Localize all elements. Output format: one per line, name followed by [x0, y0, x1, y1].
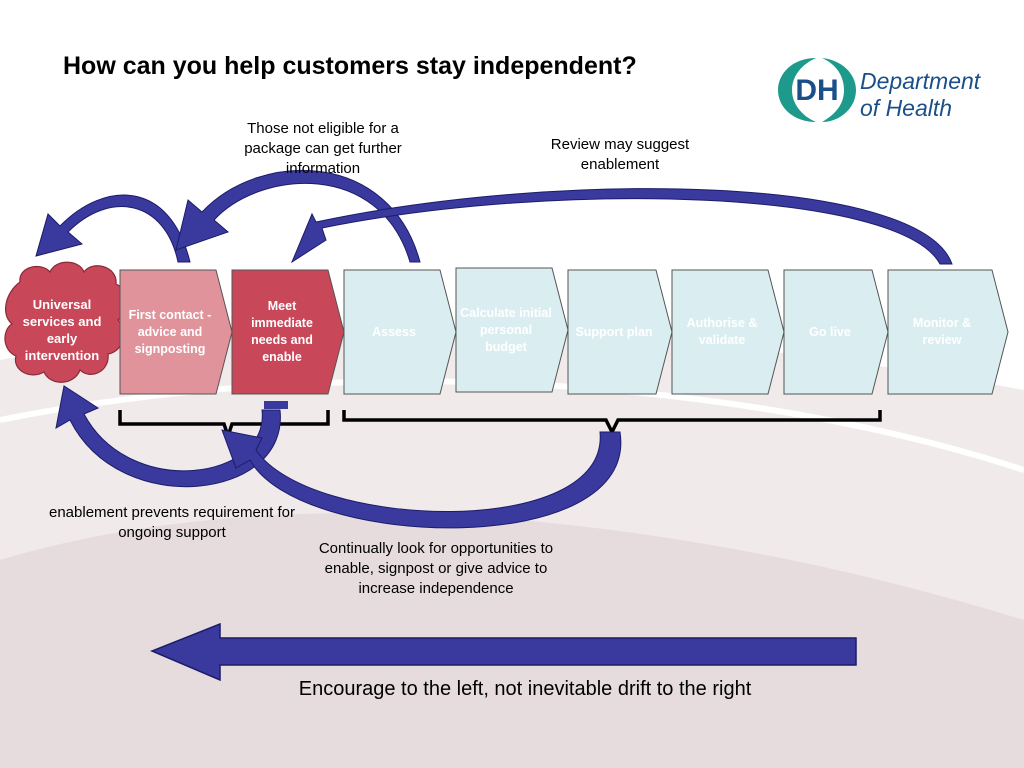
- process-step-label: Calculate initial personal budget: [460, 305, 552, 354]
- process-step-label: Go live: [809, 324, 851, 339]
- process-step-6: [671, 269, 785, 395]
- process-step-label: Authorise & validate: [686, 316, 758, 347]
- curved-arrow-from-review: [290, 188, 953, 265]
- dh-logo: DH Department of Health: [778, 58, 982, 122]
- process-step-4: [455, 267, 569, 393]
- curved-arrow-continual: [221, 429, 622, 529]
- cloud-shape: [4, 261, 127, 383]
- process-step-7: [783, 269, 889, 395]
- note-enablement-prevents: enablement prevents requirement for ongo…: [49, 504, 295, 541]
- page-title: How can you help customers stay independ…: [63, 52, 637, 80]
- logo-line2: of Health: [860, 95, 952, 121]
- logo-line1: Department: [860, 68, 982, 94]
- process-step-label: Support plan: [575, 324, 653, 339]
- bracket-right: [342, 410, 882, 436]
- logo-mark: DH: [795, 74, 838, 107]
- curved-arrow-from-assess: [175, 169, 421, 263]
- process-step-label: First contact - advice and signposting: [128, 307, 212, 356]
- process-step-1: [119, 269, 233, 395]
- curved-arrow-enablement: [55, 385, 281, 488]
- cloud-label: Universal services and early interventio…: [22, 297, 102, 363]
- process-step-label: Monitor & review: [912, 316, 972, 347]
- note-not-eligible: Those not eligible for a package can get…: [244, 120, 402, 177]
- process-step-8: [887, 269, 1009, 395]
- process-step-3: [343, 269, 457, 395]
- process-step-5: [567, 269, 673, 395]
- note-review-enablement: Review may suggest enablement: [550, 136, 690, 173]
- note-continually-look: Continually look for opportunities to en…: [318, 540, 554, 597]
- process-step-label: Assess: [372, 324, 416, 339]
- process-step-label: Meet immediate needs and enable: [251, 299, 313, 364]
- process-chevrons: [119, 267, 1009, 395]
- process-step-2: [231, 269, 345, 395]
- drift-left-arrow: [150, 622, 857, 682]
- curved-arrow-to-cloud: [35, 194, 191, 263]
- footer-caption: Encourage to the left, not inevitable dr…: [298, 678, 752, 700]
